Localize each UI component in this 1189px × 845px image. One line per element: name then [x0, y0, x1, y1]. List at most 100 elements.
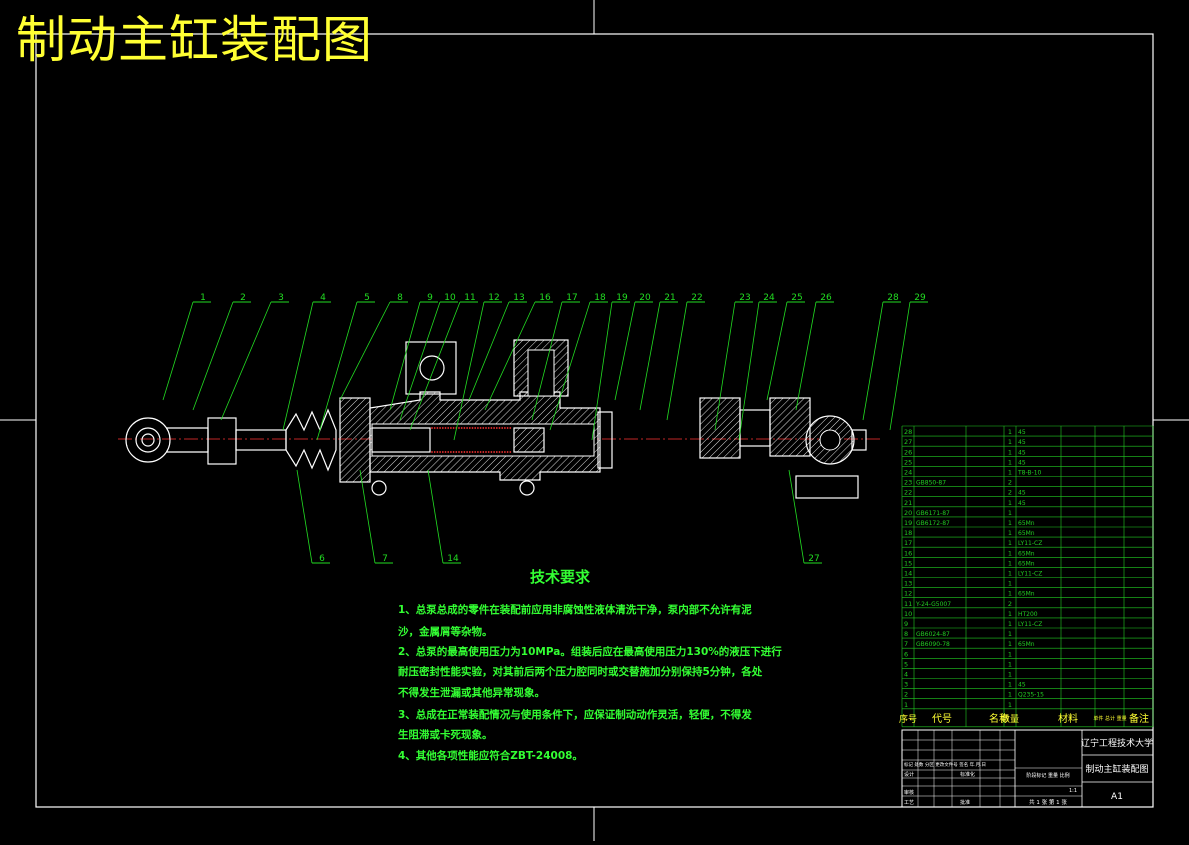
leader-line: [591, 301, 613, 441]
tb-revision-labels: 标记 处数 分区 更改文件号 签名 年.月.日: [904, 761, 986, 768]
bom-material: 65Mn: [1018, 641, 1035, 648]
bom-qty: 1: [1008, 671, 1012, 679]
push-rod: [235, 429, 287, 451]
spring-coil: [474, 451, 477, 453]
spring-coil: [444, 427, 447, 429]
clevis-pin: [141, 433, 155, 447]
spring-coil: [498, 451, 501, 453]
leader-line: [795, 301, 817, 411]
spring-coil: [447, 427, 450, 429]
spring-coil: [493, 427, 495, 429]
bom-material: 45: [1018, 490, 1026, 497]
bom-material: HT200: [1018, 611, 1038, 618]
tb-standard-label: 标准化: [960, 771, 975, 778]
spring-coil: [468, 427, 471, 429]
spring-coil: [463, 451, 466, 453]
bom-no: 24: [904, 469, 912, 477]
bom-material: 45: [1018, 459, 1026, 466]
bom-no: 11: [904, 600, 912, 608]
bom-qty: 1: [1008, 458, 1012, 466]
spring-coil: [441, 451, 444, 453]
master-cylinder-assembly: [118, 339, 880, 499]
bom-no: 6: [904, 650, 908, 658]
bom-code: GB6172-87: [916, 520, 950, 527]
leader-line: [316, 301, 358, 441]
spring-coil: [450, 427, 452, 429]
bom-code: GB850-87: [916, 480, 946, 487]
bom-no: 22: [904, 489, 912, 497]
leader-line: [399, 301, 441, 421]
reservoir-port-1: [405, 341, 457, 395]
callout-number: 3: [278, 293, 284, 303]
callout-number: 27: [808, 554, 819, 564]
leader-line: [409, 301, 461, 431]
bom-no: 26: [904, 448, 912, 456]
spring-coil: [495, 427, 498, 429]
bom-qty: 1: [1008, 681, 1012, 689]
requirement-line: 耐压密封性能实验，对其前后两个压力腔同时或交替施加分别保持5分钟，各处: [398, 666, 763, 678]
spring-coil: [495, 451, 498, 453]
spring-coil: [468, 451, 471, 453]
spring-coil: [441, 427, 444, 429]
spring-coil: [477, 451, 479, 453]
bom-material: 45: [1018, 682, 1026, 689]
spring-coil: [501, 451, 504, 453]
bom-qty: 1: [1008, 590, 1012, 598]
callout-number: 21: [664, 293, 675, 303]
clevis-eye: [125, 417, 171, 463]
spring-coil: [466, 451, 468, 453]
bom-material: LY11-CZ: [1018, 540, 1042, 547]
spring-coil: [436, 427, 439, 429]
bom-no: 20: [904, 509, 912, 517]
tb-review-label: 审核: [904, 789, 914, 796]
callout-number: 29: [914, 293, 926, 303]
callout-number: 25: [791, 293, 802, 303]
bom-material: 65Mn: [1018, 520, 1035, 527]
leader-line: [549, 301, 591, 431]
callout-number: 13: [513, 293, 524, 303]
bom-header-note: 备注: [1129, 712, 1149, 725]
spring-coil: [431, 427, 433, 429]
bom-qty: 2: [1008, 600, 1012, 608]
spring-coil: [493, 451, 495, 453]
spring-coil: [504, 451, 506, 453]
bom-no: 18: [904, 529, 912, 537]
tb-process-label: 工艺: [904, 800, 914, 806]
leader-line: [531, 301, 563, 421]
bom-header-name: 名称: [989, 712, 1009, 725]
leader-line: [192, 301, 234, 411]
bom-no: 25: [904, 458, 912, 466]
callout-number: 18: [594, 293, 606, 303]
bom-no: 2: [904, 691, 908, 699]
spring-coil: [444, 451, 447, 453]
bom-material: LY11-CZ: [1018, 621, 1042, 628]
spring-coil: [471, 427, 474, 429]
spring-coil: [482, 427, 485, 429]
requirement-line: 4、其他各项性能应符合ZBT-24008。: [398, 750, 583, 762]
primary-piston: [371, 427, 431, 453]
bom-qty: 1: [1008, 580, 1012, 588]
tb-stage-labels: 阶段标记 重量 比例: [1026, 772, 1069, 779]
leader-line: [738, 301, 760, 441]
callout-number: 7: [382, 554, 388, 564]
spring-coil: [433, 451, 436, 453]
bom-qty: 1: [1008, 428, 1012, 436]
bom-qty: 1: [1008, 539, 1012, 547]
spring-coil: [506, 451, 509, 453]
bom-qty: 1: [1008, 650, 1012, 658]
spring-coil: [463, 427, 466, 429]
spring-coil: [482, 451, 485, 453]
leader-line: [666, 301, 688, 421]
callout-number: 8: [397, 293, 403, 303]
spring-coil: [490, 427, 493, 429]
secondary-piston: [513, 427, 545, 453]
bom-qty: 1: [1008, 640, 1012, 648]
clevis-eye-bore: [135, 427, 161, 453]
bom-material: 65Mn: [1018, 591, 1035, 598]
bom-no: 16: [904, 549, 912, 557]
leader-line: [766, 301, 788, 401]
